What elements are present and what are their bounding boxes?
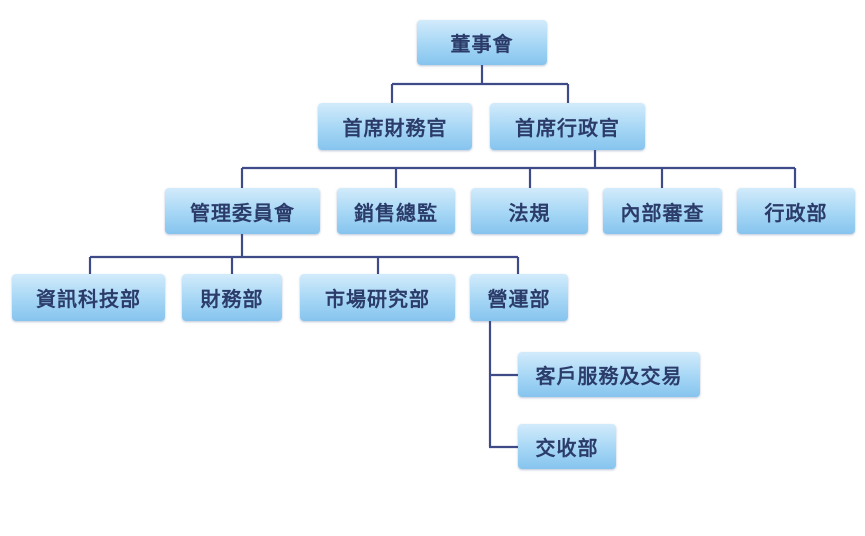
node-operations: 營運部: [470, 274, 568, 321]
node-management-committee: 管理委員會: [165, 188, 320, 234]
node-settlement: 交收部: [518, 424, 616, 469]
node-cfo: 首席財務官: [318, 103, 472, 150]
node-market-research: 市場研究部: [300, 274, 455, 321]
node-internal-audit: 內部審查: [603, 188, 722, 234]
node-administration: 行政部: [737, 188, 855, 234]
node-it: 資訊科技部: [12, 274, 165, 321]
node-compliance: 法規: [471, 188, 588, 234]
node-sales-director: 銷售總監: [337, 188, 455, 234]
node-ceo: 首席行政官: [490, 103, 645, 150]
node-customer-service-trading: 客戶服務及交易: [518, 352, 700, 397]
node-finance: 財務部: [182, 274, 282, 321]
node-board: 董事會: [417, 20, 547, 65]
